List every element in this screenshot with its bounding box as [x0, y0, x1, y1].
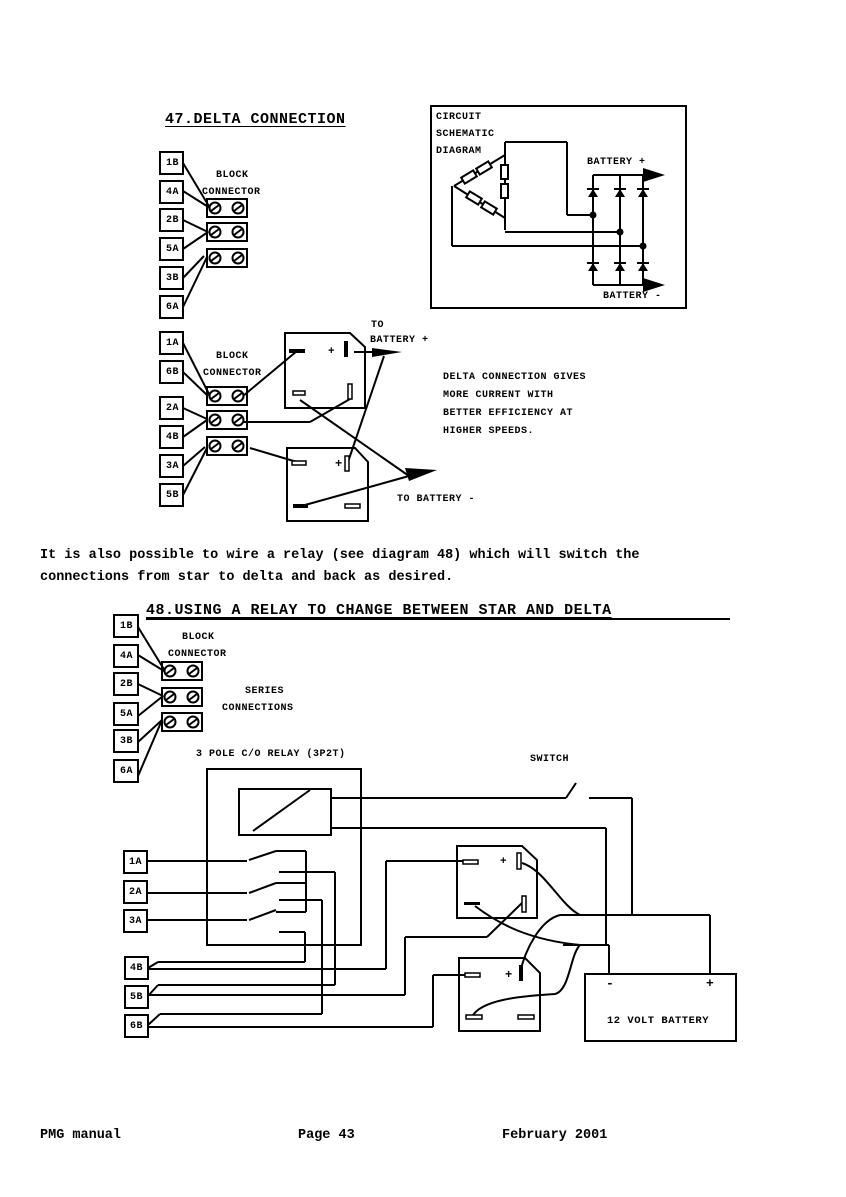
block-connector-label: CONNECTOR	[203, 368, 262, 379]
terminal-label: 4B	[130, 963, 144, 974]
series-connections-label: SERIES	[245, 686, 285, 697]
to-battery-plus-label: TO	[371, 320, 385, 331]
battery-plus-sign: +	[706, 976, 715, 991]
relay-label: 3 POLE C/O RELAY (3P2T)	[196, 749, 346, 760]
terminal-label: 2A	[166, 403, 180, 414]
paragraph-line: connections from star to delta and back …	[40, 570, 454, 585]
footer-left: PMG manual	[40, 1128, 122, 1143]
block-connector-label: BLOCK	[216, 170, 249, 181]
switch-label: SWITCH	[530, 754, 570, 765]
terminal-label: 3B	[166, 273, 180, 284]
schematic-label: SCHEMATIC	[436, 129, 495, 140]
terminal-label: 5B	[166, 490, 180, 501]
screws-47	[208, 201, 245, 453]
relay-coil	[238, 788, 332, 836]
paragraph-line: It is also possible to wire a relay (see…	[40, 548, 640, 563]
series-connections-label: CONNECTIONS	[222, 703, 294, 714]
rectifier-plus-sign: +	[335, 457, 342, 471]
terminal-label: 1B	[120, 621, 134, 632]
battery-label: 12 VOLT BATTERY	[607, 1015, 710, 1027]
terminal-label: 4A	[120, 651, 134, 662]
schematic-box	[430, 105, 687, 309]
diagram-48-title: 48.USING A RELAY TO CHANGE BETWEEN STAR …	[146, 602, 612, 619]
block-connector-label: CONNECTOR	[168, 649, 227, 660]
terminal-label: 5A	[166, 244, 180, 255]
terminal-label: 4A	[166, 187, 180, 198]
terminal-label: 6B	[130, 1021, 144, 1032]
battery-minus-sign: -	[606, 976, 615, 991]
terminal-label: 1A	[166, 338, 180, 349]
to-battery-plus-label: BATTERY +	[370, 335, 429, 346]
terminal-label: 6A	[120, 766, 134, 777]
relay-box	[206, 768, 362, 946]
terminal-label: 6A	[166, 302, 180, 313]
delta-note-line: MORE CURRENT WITH	[443, 390, 554, 401]
delta-note-line: BETTER EFFICIENCY AT	[443, 408, 574, 419]
terminal-label: 6B	[166, 367, 180, 378]
terminal-label: 3A	[129, 916, 143, 927]
terminal-label: 2B	[166, 215, 180, 226]
battery-plus-label: BATTERY +	[587, 157, 646, 168]
rectifier-plus-sign: +	[505, 968, 512, 982]
terminal-label: 2A	[129, 887, 143, 898]
battery-box	[584, 973, 737, 1042]
terminal-label: 1A	[129, 857, 143, 868]
terminal-label: 3B	[120, 736, 134, 747]
delta-note-line: HIGHER SPEEDS.	[443, 426, 535, 437]
footer-date: February 2001	[502, 1128, 608, 1143]
footer-page: Page 43	[298, 1128, 355, 1143]
terminal-label: 3A	[166, 461, 180, 472]
battery-minus-label: BATTERY -	[603, 291, 662, 302]
block-connector-label: BLOCK	[216, 351, 249, 362]
schematic-label: CIRCUIT	[436, 112, 482, 123]
screws-48	[163, 664, 200, 729]
schematic-label: DIAGRAM	[436, 146, 482, 157]
terminal-label: 2B	[120, 679, 134, 690]
delta-note-line: DELTA CONNECTION GIVES	[443, 372, 587, 383]
terminal-label: 5B	[130, 992, 144, 1003]
rectifier-plus-sign: +	[500, 856, 507, 868]
terminal-label: 4B	[166, 432, 180, 443]
terminal-label: 1B	[166, 158, 180, 169]
terminal-label: 5A	[120, 709, 134, 720]
terminal-boxes-top-47	[159, 151, 184, 319]
rectifier-plus-sign: +	[328, 346, 335, 358]
diagram-47-title: 47.DELTA CONNECTION	[165, 111, 346, 128]
block-connector-label: BLOCK	[182, 632, 215, 643]
to-battery-minus-label: TO BATTERY -	[397, 494, 476, 505]
block-connector-label: CONNECTOR	[202, 187, 261, 198]
